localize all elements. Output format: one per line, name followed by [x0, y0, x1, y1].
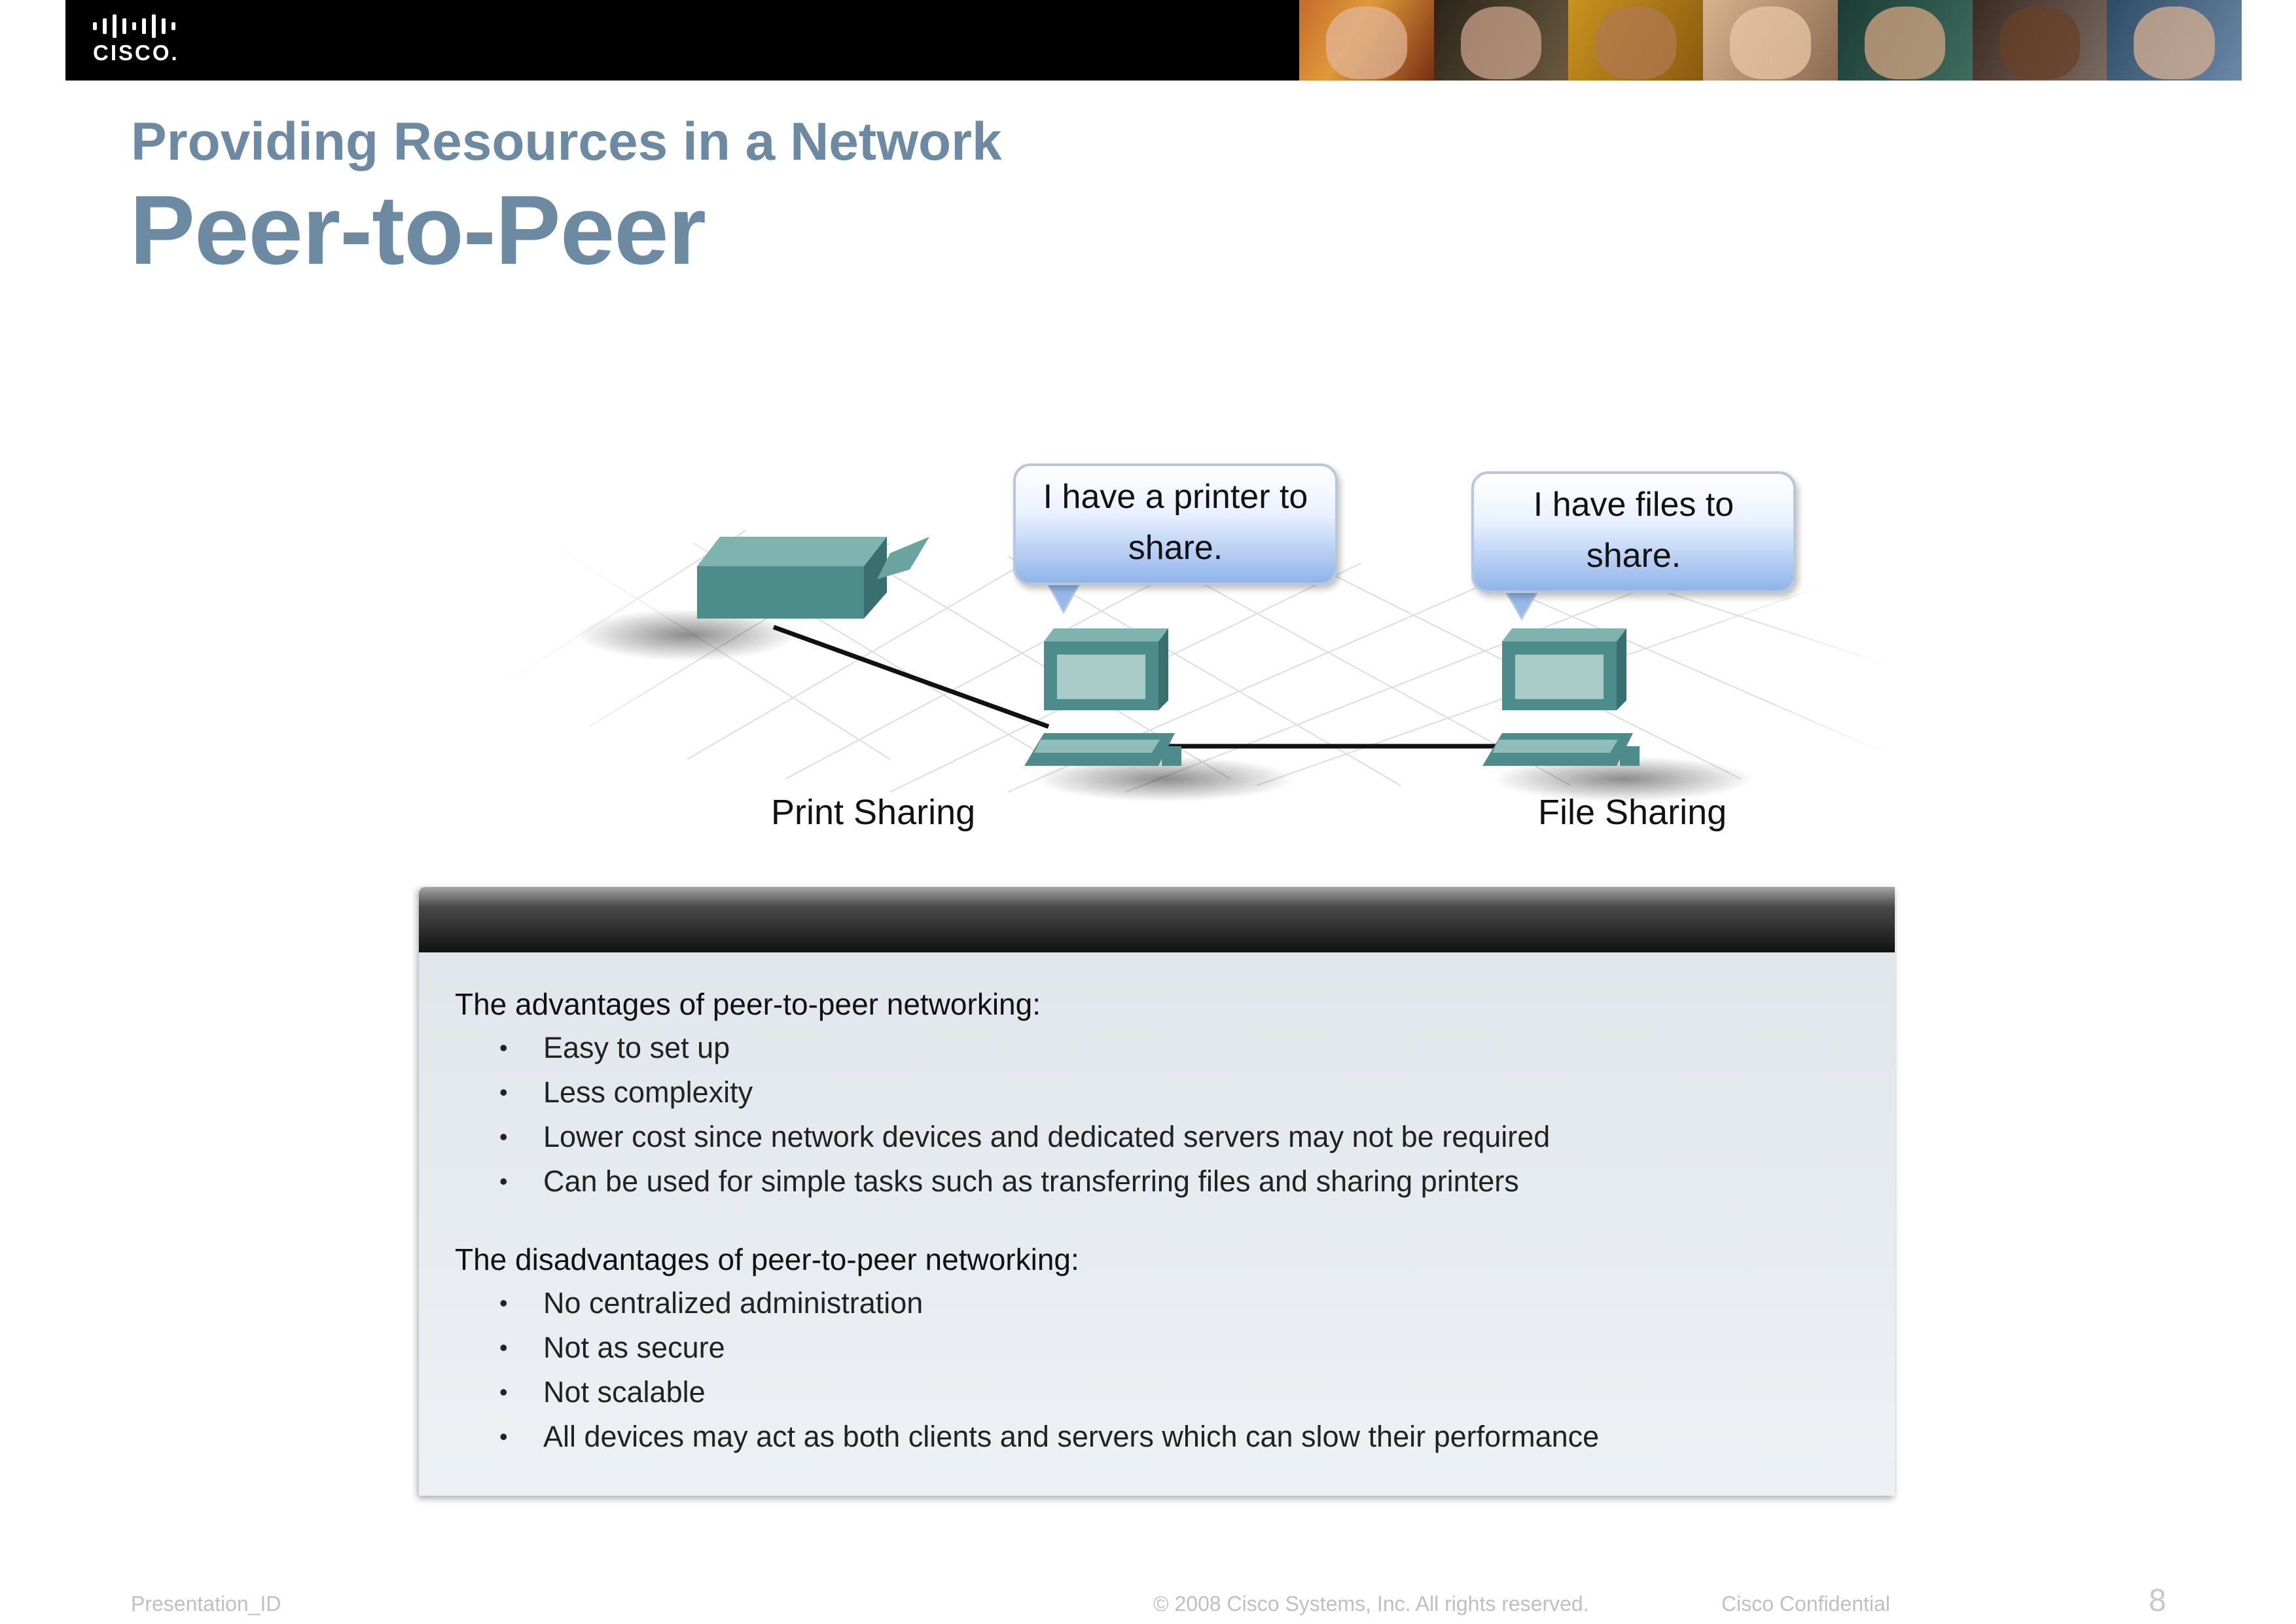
bubble-tail-right [1503, 589, 1540, 621]
bullet-icon: • [499, 1079, 508, 1106]
bubble-files-line2: share. [1586, 537, 1681, 575]
cisco-logo: CISCO. [93, 13, 198, 69]
photo-tile [1433, 0, 1569, 81]
bubble-files-line1: I have files to [1533, 486, 1734, 524]
speech-bubble-files: I have files to share. [1471, 471, 1796, 593]
bullet-icon: • [499, 1334, 508, 1361]
disadvantages-heading: The disadvantages of peer-to-peer networ… [455, 1242, 1079, 1276]
photo-tile [1972, 0, 2108, 81]
footer-confidential: Cisco Confidential [1721, 1592, 1890, 1615]
pc-icon-right [1482, 628, 1640, 766]
diagram-graphic [497, 530, 1898, 802]
list-item-text: All devices may act as both clients and … [543, 1420, 1600, 1453]
list-item: • Easy to set up [419, 1026, 1550, 1070]
photo-tile [1703, 0, 1838, 81]
list-item-text: No centralized administration [543, 1286, 924, 1320]
footer-presentation-id: Presentation_ID [131, 1592, 281, 1615]
list-item: • No centralized administration [419, 1281, 1599, 1326]
list-item-text: Less complexity [543, 1075, 753, 1109]
list-item: • Can be used for simple tasks such as tr… [419, 1159, 1550, 1204]
photo-tile [1299, 0, 1434, 81]
printer-icon [697, 537, 929, 619]
print-sharing-label: Print Sharing [771, 793, 976, 832]
pc-icon-left [1024, 628, 1181, 766]
footer-copyright: © 2008 Cisco Systems, Inc. All rights re… [1153, 1592, 1589, 1615]
list-item: • Less complexity [419, 1070, 1550, 1115]
photo-tile [2107, 0, 2242, 81]
list-item: • Lower cost since network devices and de… [419, 1115, 1550, 1159]
bullet-icon: • [499, 1379, 508, 1405]
speech-bubble-printer: I have a printer to share. [1013, 463, 1338, 585]
printer-cable [772, 624, 1050, 729]
list-item-text: Not as secure [543, 1331, 725, 1364]
list-item-text: Lower cost since network devices and ded… [543, 1120, 1551, 1153]
advantages-list: • Easy to set up • Less complexity • Lower … [419, 1026, 1550, 1204]
top-banner: CISCO. [65, 0, 2242, 81]
panel-header-bar [419, 887, 1895, 952]
network-diagram: I have a printer to share. I have files … [471, 452, 1898, 857]
list-item-text: Easy to set up [543, 1031, 730, 1064]
photo-tile [1568, 0, 1704, 81]
file-sharing-label: File Sharing [1538, 793, 1727, 832]
bullet-icon: • [499, 1290, 508, 1316]
bullet-icon: • [499, 1034, 508, 1061]
list-item: • All devices may act as both clients and… [419, 1415, 1599, 1459]
bullet-icon: • [499, 1168, 508, 1195]
list-item: • Not as secure [419, 1326, 1599, 1370]
photo-strip [1299, 0, 2242, 81]
bubble-printer-line1: I have a printer to [1043, 478, 1308, 516]
info-panel: The advantages of peer-to-peer networkin… [419, 887, 1895, 1496]
advantages-heading: The advantages of peer-to-peer networkin… [455, 987, 1041, 1021]
page-number: 8 [2149, 1583, 2166, 1618]
disadvantages-list: • No centralized administration • Not as s… [419, 1281, 1599, 1459]
photo-tile [1837, 0, 1973, 81]
list-item: • Not scalable [419, 1370, 1599, 1415]
list-item-text: Can be used for simple tasks such as tra… [543, 1164, 1519, 1198]
slide-title: Peer-to-Peer [130, 175, 706, 285]
cisco-logo-text: CISCO. [93, 41, 179, 65]
list-item-text: Not scalable [543, 1375, 706, 1409]
slide-subtitle: Providing Resources in a Network [131, 112, 1002, 171]
bubble-tail-left [1045, 581, 1082, 615]
bubble-printer-line2: share. [1128, 529, 1223, 567]
cisco-bars-icon [93, 13, 198, 39]
bullet-icon: • [499, 1123, 508, 1150]
bullet-icon: • [499, 1423, 508, 1450]
